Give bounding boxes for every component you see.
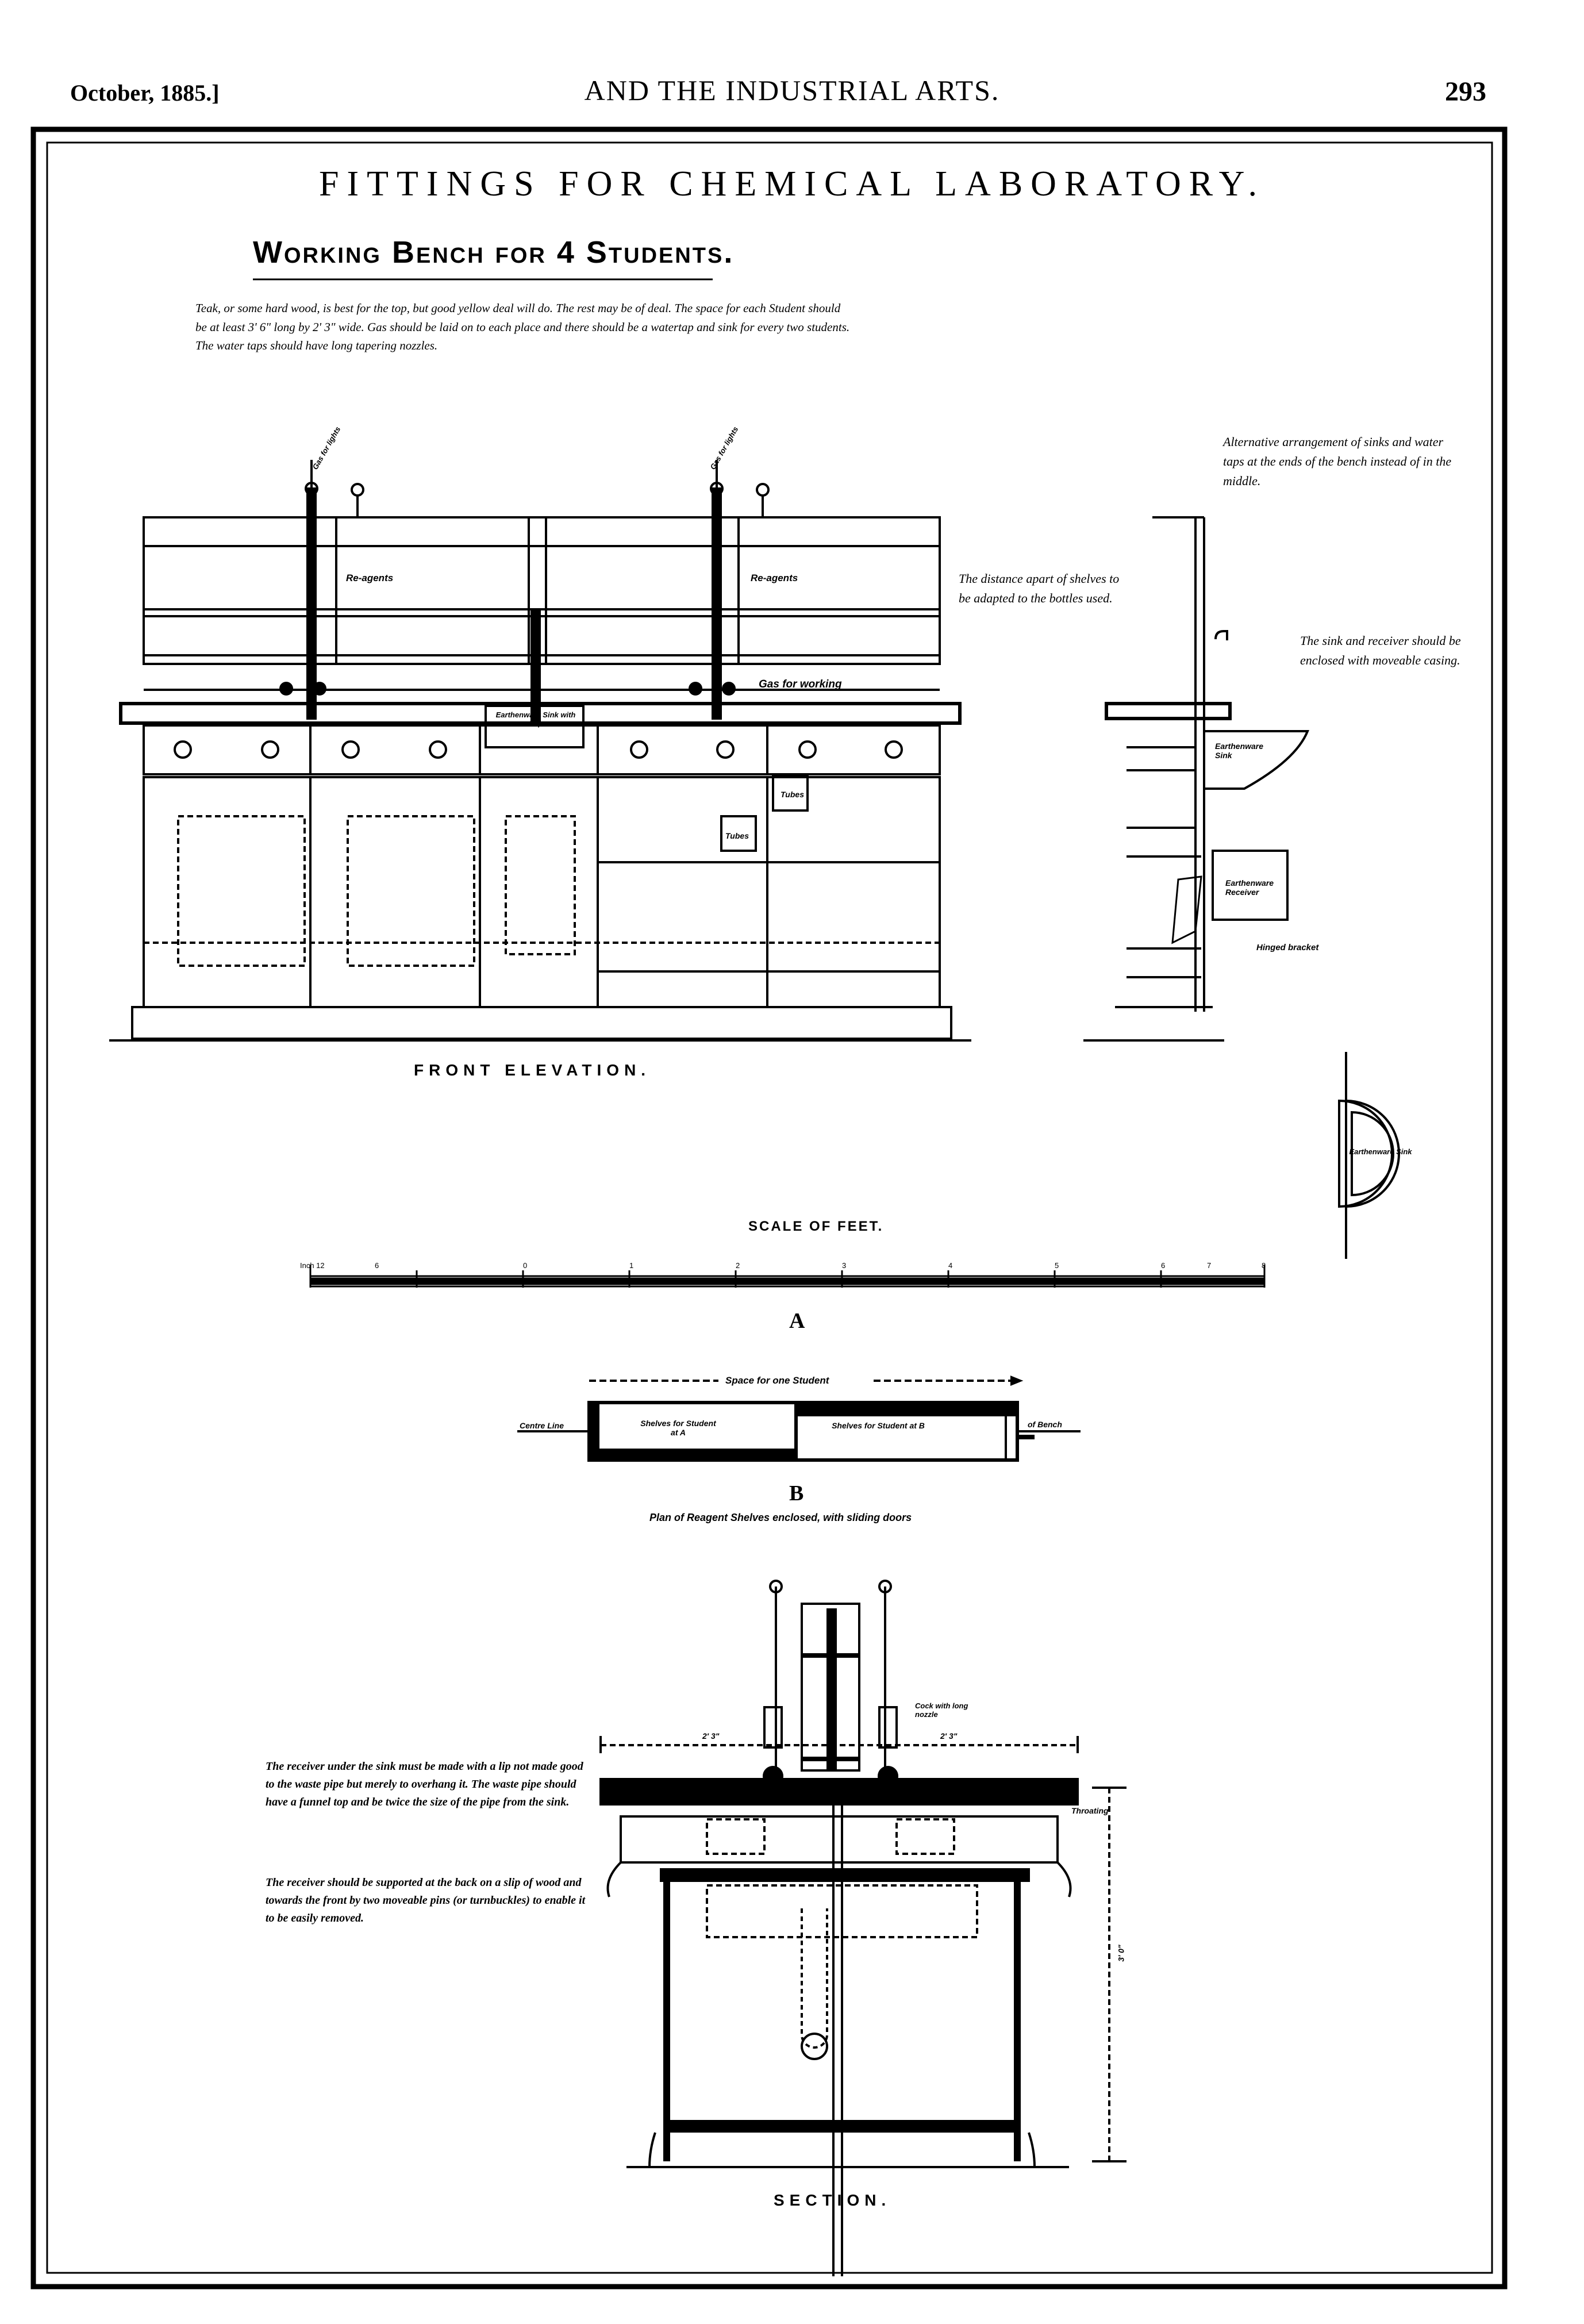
side-elevation-drawing [1083, 516, 1309, 1042]
scale-tick-label: Inch 12 [300, 1261, 325, 1270]
header-journal: AND THE INDUSTRIAL ARTS. [584, 74, 1000, 106]
side-sink-label: Earthenware Sink [1215, 742, 1264, 760]
scale-tick-label: 5 [1055, 1261, 1059, 1270]
scale-tick-label: 0 [523, 1261, 527, 1270]
plate-title: FITTINGS FOR CHEMICAL LABORATORY. [319, 164, 1265, 203]
figure-a-label: A [789, 1309, 805, 1333]
plan-reagent-shelves [517, 1376, 1081, 1462]
of-bench-label: of Bench [1028, 1420, 1062, 1429]
reagents-right-label: Re-agents [751, 573, 798, 583]
cock-label: Cock with long nozzle [915, 1701, 968, 1719]
section-note-2: The receiver should be supported at the … [266, 1876, 586, 1924]
hinged-bracket-label: Hinged bracket [1256, 943, 1319, 952]
front-elevation-drawing [109, 460, 971, 1042]
scale-bar [309, 1265, 1266, 1288]
header-page-number: 293 [1445, 76, 1486, 107]
plan-sink-label: Earthenware Sink [1349, 1147, 1412, 1156]
reagents-left-label: Re-agents [346, 573, 394, 583]
receiver-label: Earthenware Receiver [1225, 878, 1274, 897]
tubes-label-1: Tubes [781, 790, 804, 799]
shelves-note: The distance apart of shelves to be adap… [959, 571, 1120, 606]
scale-tick-label: 4 [948, 1261, 952, 1270]
header-date: October, 1885.] [70, 80, 220, 106]
scale-tick-label: 2 [736, 1261, 740, 1270]
top-note: Teak, or some hard wood, is best for the… [195, 301, 850, 353]
plan-caption: Plan of Reagent Shelves enclosed, with s… [649, 1512, 912, 1523]
dim-width-left: 2' 3" [702, 1731, 720, 1741]
tubes-label-2: Tubes [725, 831, 749, 840]
section-drawing [599, 1580, 1127, 2276]
sink-note: The sink and receiver should be enclosed… [1300, 633, 1461, 668]
scale-tick-label: 6 [375, 1261, 379, 1270]
plate-subtitle: Working Bench for 4 Students. [253, 235, 735, 270]
plan-sink-drawing [1338, 1052, 1400, 1259]
plate-border-inner [46, 141, 1493, 2274]
scale-tick-label: 8 [1262, 1261, 1266, 1270]
shelves-b-label: Shelves for Student at B [832, 1421, 925, 1430]
plate-border-outer [30, 126, 1508, 2290]
section-label: SECTION. [774, 2191, 891, 2209]
space-label: Space for one Student [725, 1375, 829, 1386]
front-elevation-label: FRONT ELEVATION. [414, 1061, 651, 1079]
scale-tick-label: 1 [629, 1261, 633, 1270]
throating-label: Throating [1071, 1806, 1109, 1815]
scale-label: SCALE OF FEET. [748, 1219, 884, 1234]
scale-tick-label: 6 [1161, 1261, 1165, 1270]
centre-line-label: Centre Line [520, 1421, 564, 1430]
page-header: October, 1885.] AND THE INDUSTRIAL ARTS.… [0, 74, 1584, 120]
figure-b-label: B [789, 1481, 804, 1505]
section-note-1: The receiver under the sink must be made… [266, 1760, 583, 1808]
shelves-a-label: Shelves for Student at A [640, 1419, 716, 1437]
scale-tick-label: 3 [842, 1261, 846, 1270]
scale-tick-label: 7 [1207, 1261, 1211, 1270]
dim-width-right: 2' 3" [940, 1731, 958, 1741]
alt-arrangement-note: Alternative arrangement of sinks and wat… [1223, 435, 1452, 489]
gas-for-working-label: Gas for working [759, 678, 842, 690]
